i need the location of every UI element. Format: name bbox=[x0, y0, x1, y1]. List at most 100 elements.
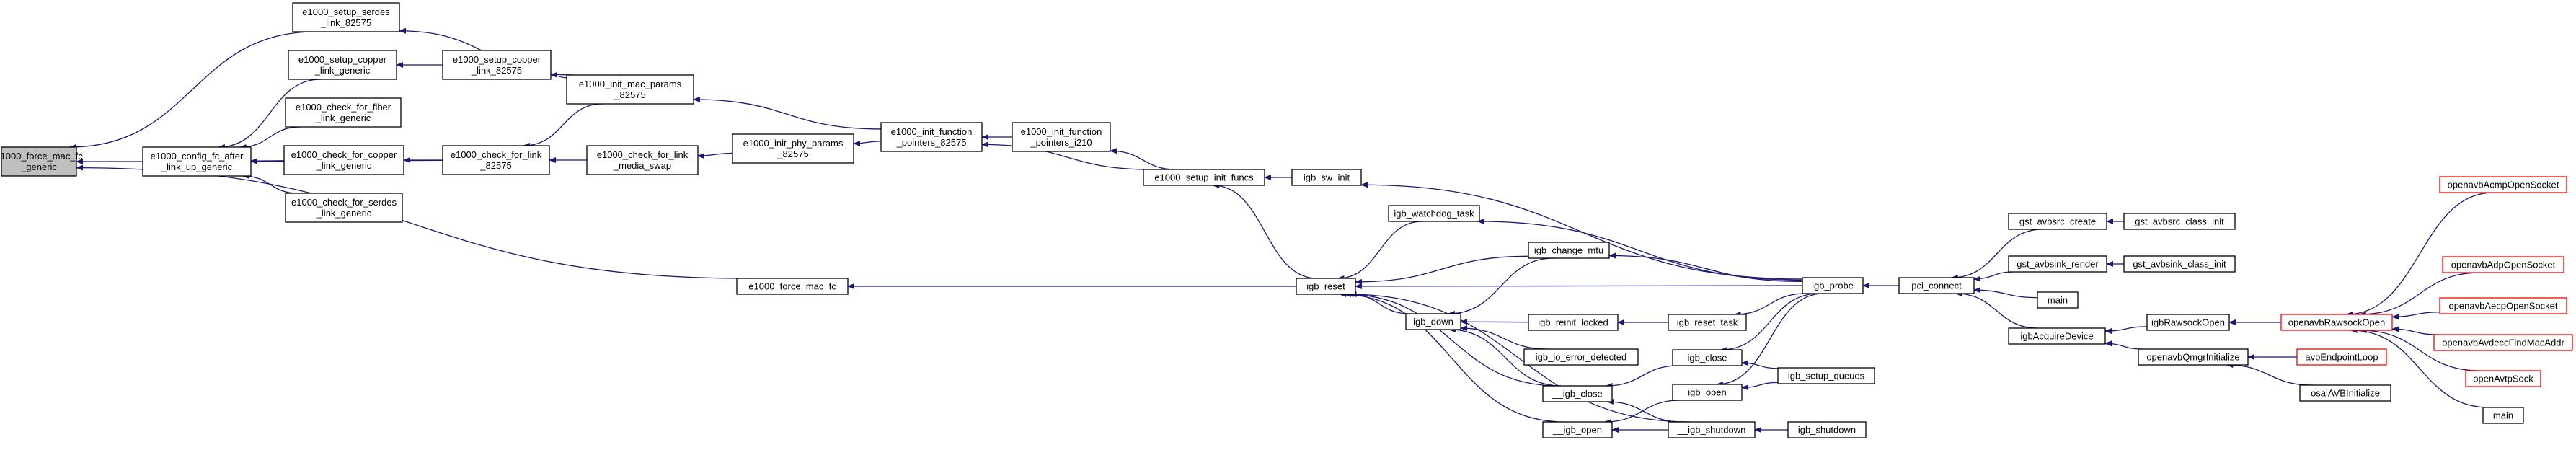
graph-node-setup_init_funcs[interactable]: e1000_setup_init_funcs bbox=[1143, 169, 1265, 186]
graph-node-__igb_shutdown[interactable]: __igb_shutdown bbox=[1668, 421, 1756, 438]
graph-node-focus[interactable]: e1000_force_mac_fc_generic bbox=[0, 146, 83, 177]
node-label: _link_generic bbox=[315, 113, 371, 123]
graph-node-igbRawsockOpen[interactable]: igbRawsockOpen bbox=[2146, 314, 2230, 331]
node-box bbox=[1787, 421, 1867, 438]
graph-node-igbAcquireDevice[interactable]: igbAcquireDevice bbox=[2008, 327, 2106, 345]
call-edge-igb_setup_queues-to-igb_open bbox=[1741, 382, 1779, 391]
graph-node-pci_connect[interactable]: pci_connect bbox=[1898, 277, 1975, 294]
call-edge-setup_init_funcs-to-init_fp_i210 bbox=[1110, 148, 1177, 170]
graph-node-igb_sw_init[interactable]: igb_sw_init bbox=[1291, 169, 1362, 186]
call-edge-check_fiber-to-config_fc bbox=[239, 126, 301, 150]
graph-node-igb_close[interactable]: igb_close bbox=[1672, 349, 1743, 366]
graph-node-openavbAcmpOpenSocket[interactable]: openavbAcmpOpenSocket bbox=[2439, 176, 2567, 193]
node-box bbox=[142, 146, 252, 177]
call-edge-igbAcquireDevice-to-pci_connect bbox=[1955, 291, 2038, 329]
graph-node-init_phy_params[interactable]: e1000_init_phy_params_82575 bbox=[732, 133, 854, 164]
node-label: openavbRawsockOpen bbox=[2288, 317, 2385, 328]
graph-node-osalAVBInitialize[interactable]: osalAVBInitialize bbox=[2299, 384, 2391, 402]
node-box bbox=[1523, 348, 1639, 366]
graph-node-check_link_82575[interactable]: e1000_check_for_link_82575 bbox=[442, 145, 550, 175]
node-box bbox=[1296, 278, 1356, 295]
graph-node-check_serdes[interactable]: e1000_check_for_serdes_link_generic bbox=[285, 193, 403, 223]
graph-node-__igb_open[interactable]: __igb_open bbox=[1542, 421, 1613, 438]
graph-node-force_mac_fc[interactable]: e1000_force_mac_fc bbox=[736, 278, 849, 295]
graph-node-openavbQmgrInitialize[interactable]: openavbQmgrInitialize bbox=[2138, 348, 2249, 366]
graph-node-check_fiber[interactable]: e1000_check_for_fiber_link_generic bbox=[285, 97, 402, 128]
node-label: igb_reset_task bbox=[1677, 317, 1738, 328]
graph-node-igb_watchdog_task[interactable]: igb_watchdog_task bbox=[1388, 205, 1480, 222]
node-box bbox=[2296, 348, 2387, 366]
node-label: _link_up_generic bbox=[161, 162, 233, 172]
graph-node-init_fp_i210[interactable]: e1000_init_function_pointers_i210 bbox=[1012, 122, 1111, 152]
node-box bbox=[2008, 213, 2107, 230]
node-box bbox=[736, 278, 849, 295]
graph-node-config_fc[interactable]: e1000_config_fc_after_link_up_generic bbox=[142, 146, 252, 177]
graph-node-__igb_close[interactable]: __igb_close bbox=[1542, 385, 1613, 402]
node-box bbox=[1143, 169, 1265, 186]
call-edge-__igb_shutdown-to-__igb_close bbox=[1606, 399, 1683, 423]
node-box bbox=[2299, 384, 2391, 402]
graph-node-gst_avbsink_class_init[interactable]: gst_avbsink_class_init bbox=[2123, 255, 2236, 273]
call-edge-igb_reset-to-setup_init_funcs bbox=[1212, 182, 1317, 279]
call-edge-check_serdes-to-config_fc bbox=[242, 173, 298, 194]
node-box bbox=[442, 50, 552, 80]
node-label: __igb_close bbox=[1552, 389, 1602, 400]
graph-node-igb_open[interactable]: igb_open bbox=[1672, 384, 1743, 401]
graph-node-igb_reset[interactable]: igb_reset bbox=[1296, 278, 1356, 295]
call-edge-__igb_shutdown-to-igb_reset bbox=[1346, 291, 1691, 423]
node-label: igb_shutdown bbox=[1798, 425, 1856, 436]
graph-node-avbEndpointLoop[interactable]: avbEndpointLoop bbox=[2296, 348, 2387, 366]
graph-node-setup_serdes_82575[interactable]: e1000_setup_serdes_link_82575 bbox=[292, 2, 400, 32]
node-label: _link_generic bbox=[314, 65, 371, 76]
node-box bbox=[586, 145, 699, 175]
node-label: openavbAvdeccFindMacAddr bbox=[2442, 338, 2564, 348]
graph-node-init_mac_params[interactable]: e1000_init_mac_params_82575 bbox=[566, 74, 694, 105]
call-edge-openavbAecpOpenSocket-to-openavbRawsockOpen bbox=[2391, 312, 2440, 320]
call-edge-openavbQmgrInitialize-to-igbAcquireDevice bbox=[2104, 340, 2142, 350]
call-edge-init_fp_82575-to-init_mac_params bbox=[693, 96, 882, 130]
node-label: igb_setup_queues bbox=[1788, 371, 1865, 382]
graph-node-check_link_media[interactable]: e1000_check_for_link_media_swap bbox=[586, 145, 699, 175]
graph-node-openAvtpSock[interactable]: openAvtpSock bbox=[2465, 370, 2541, 387]
node-label: e1000_init_function bbox=[1021, 126, 1102, 137]
node-box bbox=[732, 133, 854, 164]
node-box bbox=[2138, 348, 2249, 366]
graph-node-igb_down[interactable]: igb_down bbox=[1405, 313, 1461, 330]
graph-node-openavbAecpOpenSocket[interactable]: openavbAecpOpenSocket bbox=[2439, 297, 2567, 314]
graph-node-main2[interactable]: main bbox=[2482, 407, 2524, 424]
graph-node-igb_probe[interactable]: igb_probe bbox=[1802, 277, 1864, 294]
graph-node-igb_shutdown[interactable]: igb_shutdown bbox=[1787, 421, 1867, 438]
graph-node-igb_setup_queues[interactable]: igb_setup_queues bbox=[1777, 367, 1875, 384]
graph-node-main1[interactable]: main bbox=[2037, 291, 2079, 309]
call-edge-igb_probe-to-igb_close bbox=[1720, 293, 1819, 353]
graph-node-gst_avbsink_render[interactable]: gst_avbsink_render bbox=[2008, 255, 2107, 273]
node-box bbox=[1898, 277, 1975, 294]
node-box bbox=[2280, 314, 2393, 331]
call-edge-igb_probe-to-igb_watchdog_task bbox=[1477, 219, 1803, 281]
graph-node-check_copper[interactable]: e1000_check_for_copper_link_generic bbox=[283, 145, 404, 175]
graph-node-igb_reset_task[interactable]: igb_reset_task bbox=[1668, 314, 1747, 331]
node-label: openavbAecpOpenSocket bbox=[2448, 301, 2557, 312]
call-edge-igb_close-to-__igb_close bbox=[1605, 365, 1679, 389]
node-box bbox=[1542, 385, 1613, 402]
graph-node-igb_change_mtu[interactable]: igb_change_mtu bbox=[1528, 242, 1610, 259]
graph-node-gst_avbsrc_class_init[interactable]: gst_avbsrc_class_init bbox=[2123, 213, 2236, 230]
node-label: e1000_setup_copper bbox=[298, 54, 387, 65]
node-box bbox=[1388, 205, 1480, 222]
graph-node-openavbRawsockOpen[interactable]: openavbRawsockOpen bbox=[2280, 314, 2393, 331]
node-box bbox=[880, 122, 983, 152]
graph-node-setup_copper_generic[interactable]: e1000_setup_copper_link_generic bbox=[288, 50, 397, 80]
call-edge-__igb_open-to-igb_reset bbox=[1339, 291, 1564, 423]
node-label: gst_avbsrc_class_init bbox=[2135, 216, 2224, 227]
node-label: openAvtpSock bbox=[2473, 374, 2533, 384]
graph-node-igb_reinit_locked[interactable]: igb_reinit_locked bbox=[1528, 314, 1619, 331]
graph-node-igb_io_error_detected[interactable]: igb_io_error_detected bbox=[1523, 348, 1639, 366]
graph-node-setup_copper_82575[interactable]: e1000_setup_copper_link_82575 bbox=[442, 50, 552, 80]
node-label: e1000_init_mac_params bbox=[579, 79, 682, 89]
graph-node-gst_avbsrc_create[interactable]: gst_avbsrc_create bbox=[2008, 213, 2107, 230]
call-edge-igb_watchdog_task-to-igb_reset bbox=[1337, 221, 1422, 281]
graph-node-openavbAvdeccFindMacAddr[interactable]: openavbAvdeccFindMacAddr bbox=[2433, 334, 2573, 351]
graph-node-init_fp_82575[interactable]: e1000_init_function_pointers_82575 bbox=[880, 122, 983, 152]
graph-node-openavbAdpOpenSocket[interactable]: openavbAdpOpenSocket bbox=[2442, 256, 2564, 273]
node-label: e1000_init_function bbox=[891, 126, 973, 137]
